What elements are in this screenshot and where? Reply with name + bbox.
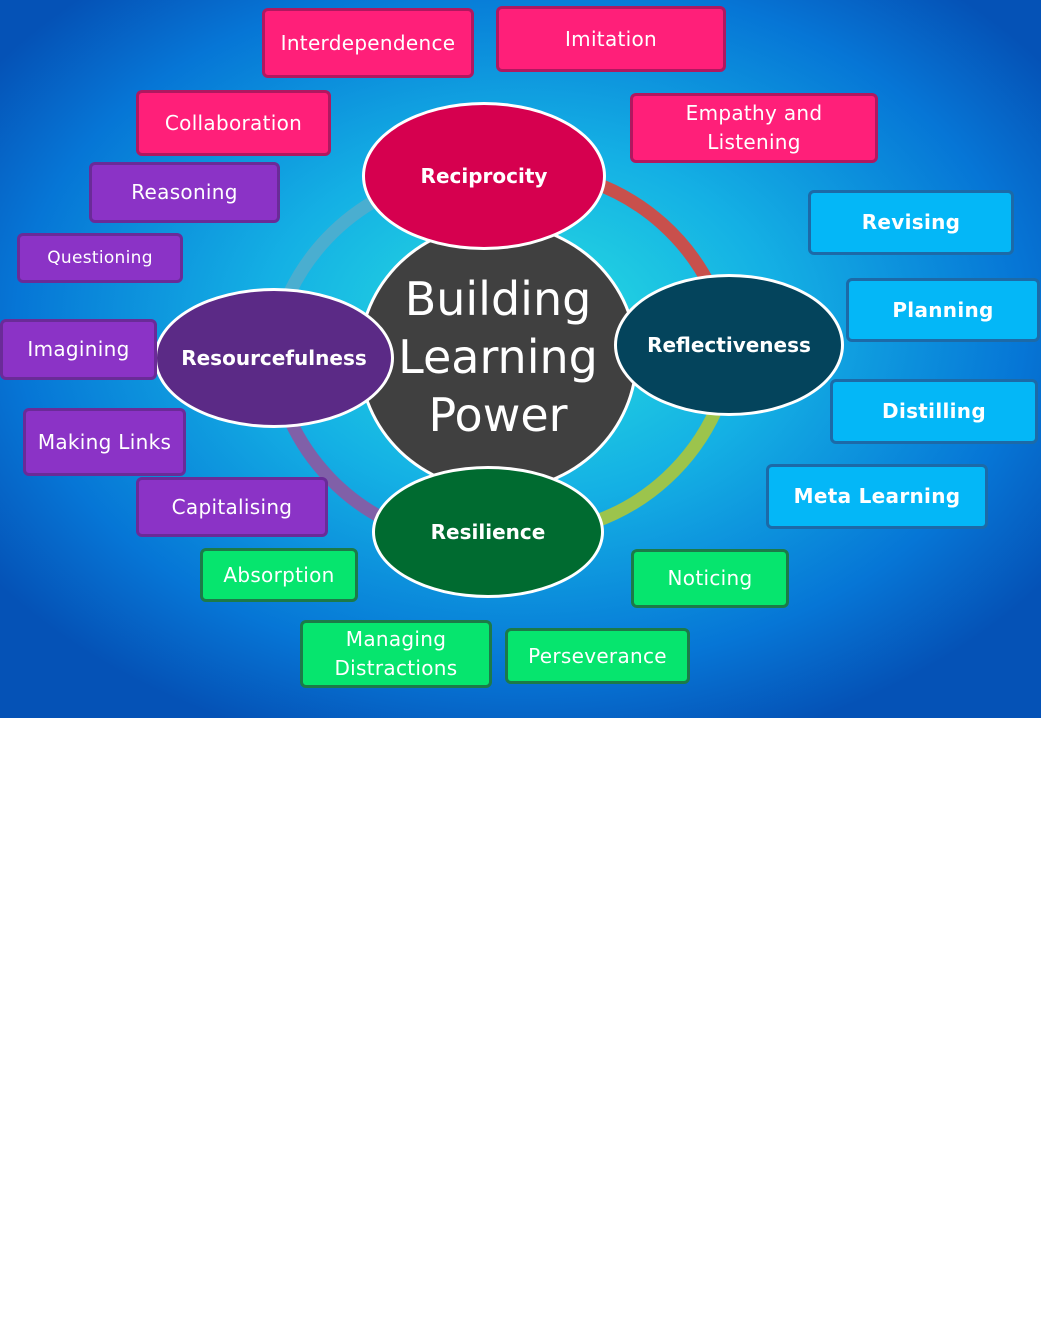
- box-meta-learning: Meta Learning: [766, 464, 988, 529]
- box-distilling-label: Distilling: [882, 399, 986, 423]
- center-title-line-2: Learning: [398, 330, 598, 384]
- box-imagining-label: Imagining: [27, 337, 130, 361]
- box-questioning-label: Questioning: [47, 247, 153, 268]
- box-making-links: Making Links: [23, 408, 186, 476]
- box-distilling: Distilling: [830, 379, 1038, 444]
- box-imitation-label: Imitation: [564, 26, 658, 51]
- box-empathy-line-1: Empathy and: [685, 101, 823, 125]
- cycle-ring: [284, 175, 722, 529]
- box-noticing-label: Noticing: [667, 566, 753, 590]
- box-capitalising-label: Capitalising: [171, 494, 293, 519]
- hub-reflectiveness: Reflectiveness: [614, 274, 844, 416]
- hub-reflectiveness-label: Reflectiveness: [647, 333, 811, 357]
- box-capitalising: Capitalising: [136, 477, 328, 537]
- box-perseverance-label: Perseverance: [528, 643, 667, 668]
- box-reasoning: Reasoning: [89, 162, 280, 223]
- box-empathy-and-listening: Empathy and Listening: [630, 93, 878, 163]
- box-absorption: Absorption: [200, 548, 358, 602]
- hub-resilience-label: Resilience: [430, 520, 546, 544]
- box-noticing: Noticing: [631, 549, 789, 608]
- center-circle-building-learning-power: Building Learning Power: [358, 222, 638, 492]
- box-planning-label: Planning: [892, 297, 994, 322]
- box-revising-label: Revising: [861, 210, 961, 234]
- hub-reciprocity: Reciprocity: [362, 102, 606, 250]
- center-title-line-3: Power: [428, 388, 568, 442]
- box-questioning: Questioning: [17, 233, 183, 283]
- box-managing-distractions: Managing Distractions: [300, 620, 492, 688]
- ring-arc-reciprocity-to-reflectiveness: [589, 175, 718, 293]
- box-collaboration-label: Collaboration: [164, 110, 303, 135]
- hub-resilience: Resilience: [372, 466, 604, 598]
- box-revising: Revising: [808, 190, 1014, 255]
- box-imagining: Imagining: [0, 319, 157, 380]
- box-meta-learning-label: Meta Learning: [793, 484, 961, 508]
- hub-resourcefulness-label: Resourcefulness: [181, 346, 367, 370]
- diagram-background: Building Learning Power Reciprocity Refl…: [0, 0, 1041, 718]
- box-imitation: Imitation: [496, 6, 726, 72]
- box-managing-line-2: Distractions: [334, 656, 458, 680]
- box-making-links-label: Making Links: [37, 429, 172, 454]
- box-absorption-label: Absorption: [223, 562, 335, 587]
- ring-arc-reflectiveness-to-resilience: [591, 407, 722, 529]
- center-title-line-1: Building: [404, 272, 592, 326]
- box-planning: Planning: [846, 278, 1040, 342]
- hub-resourcefulness: Resourcefulness: [154, 288, 394, 428]
- ring-arc-resourcefulness-to-reciprocity: [284, 192, 384, 295]
- box-perseverance: Perseverance: [505, 628, 690, 684]
- box-collaboration: Collaboration: [136, 90, 331, 156]
- blank-page-area: [0, 718, 1041, 1327]
- hub-reciprocity-label: Reciprocity: [420, 164, 548, 188]
- ring-arc-resilience-to-resourcefulness: [284, 417, 389, 526]
- box-interdependence: Interdependence: [262, 8, 474, 78]
- box-interdependence-label: Interdependence: [280, 30, 456, 55]
- box-reasoning-label: Reasoning: [131, 180, 238, 204]
- box-empathy-line-2: Listening: [707, 130, 801, 154]
- box-managing-line-1: Managing: [345, 627, 447, 651]
